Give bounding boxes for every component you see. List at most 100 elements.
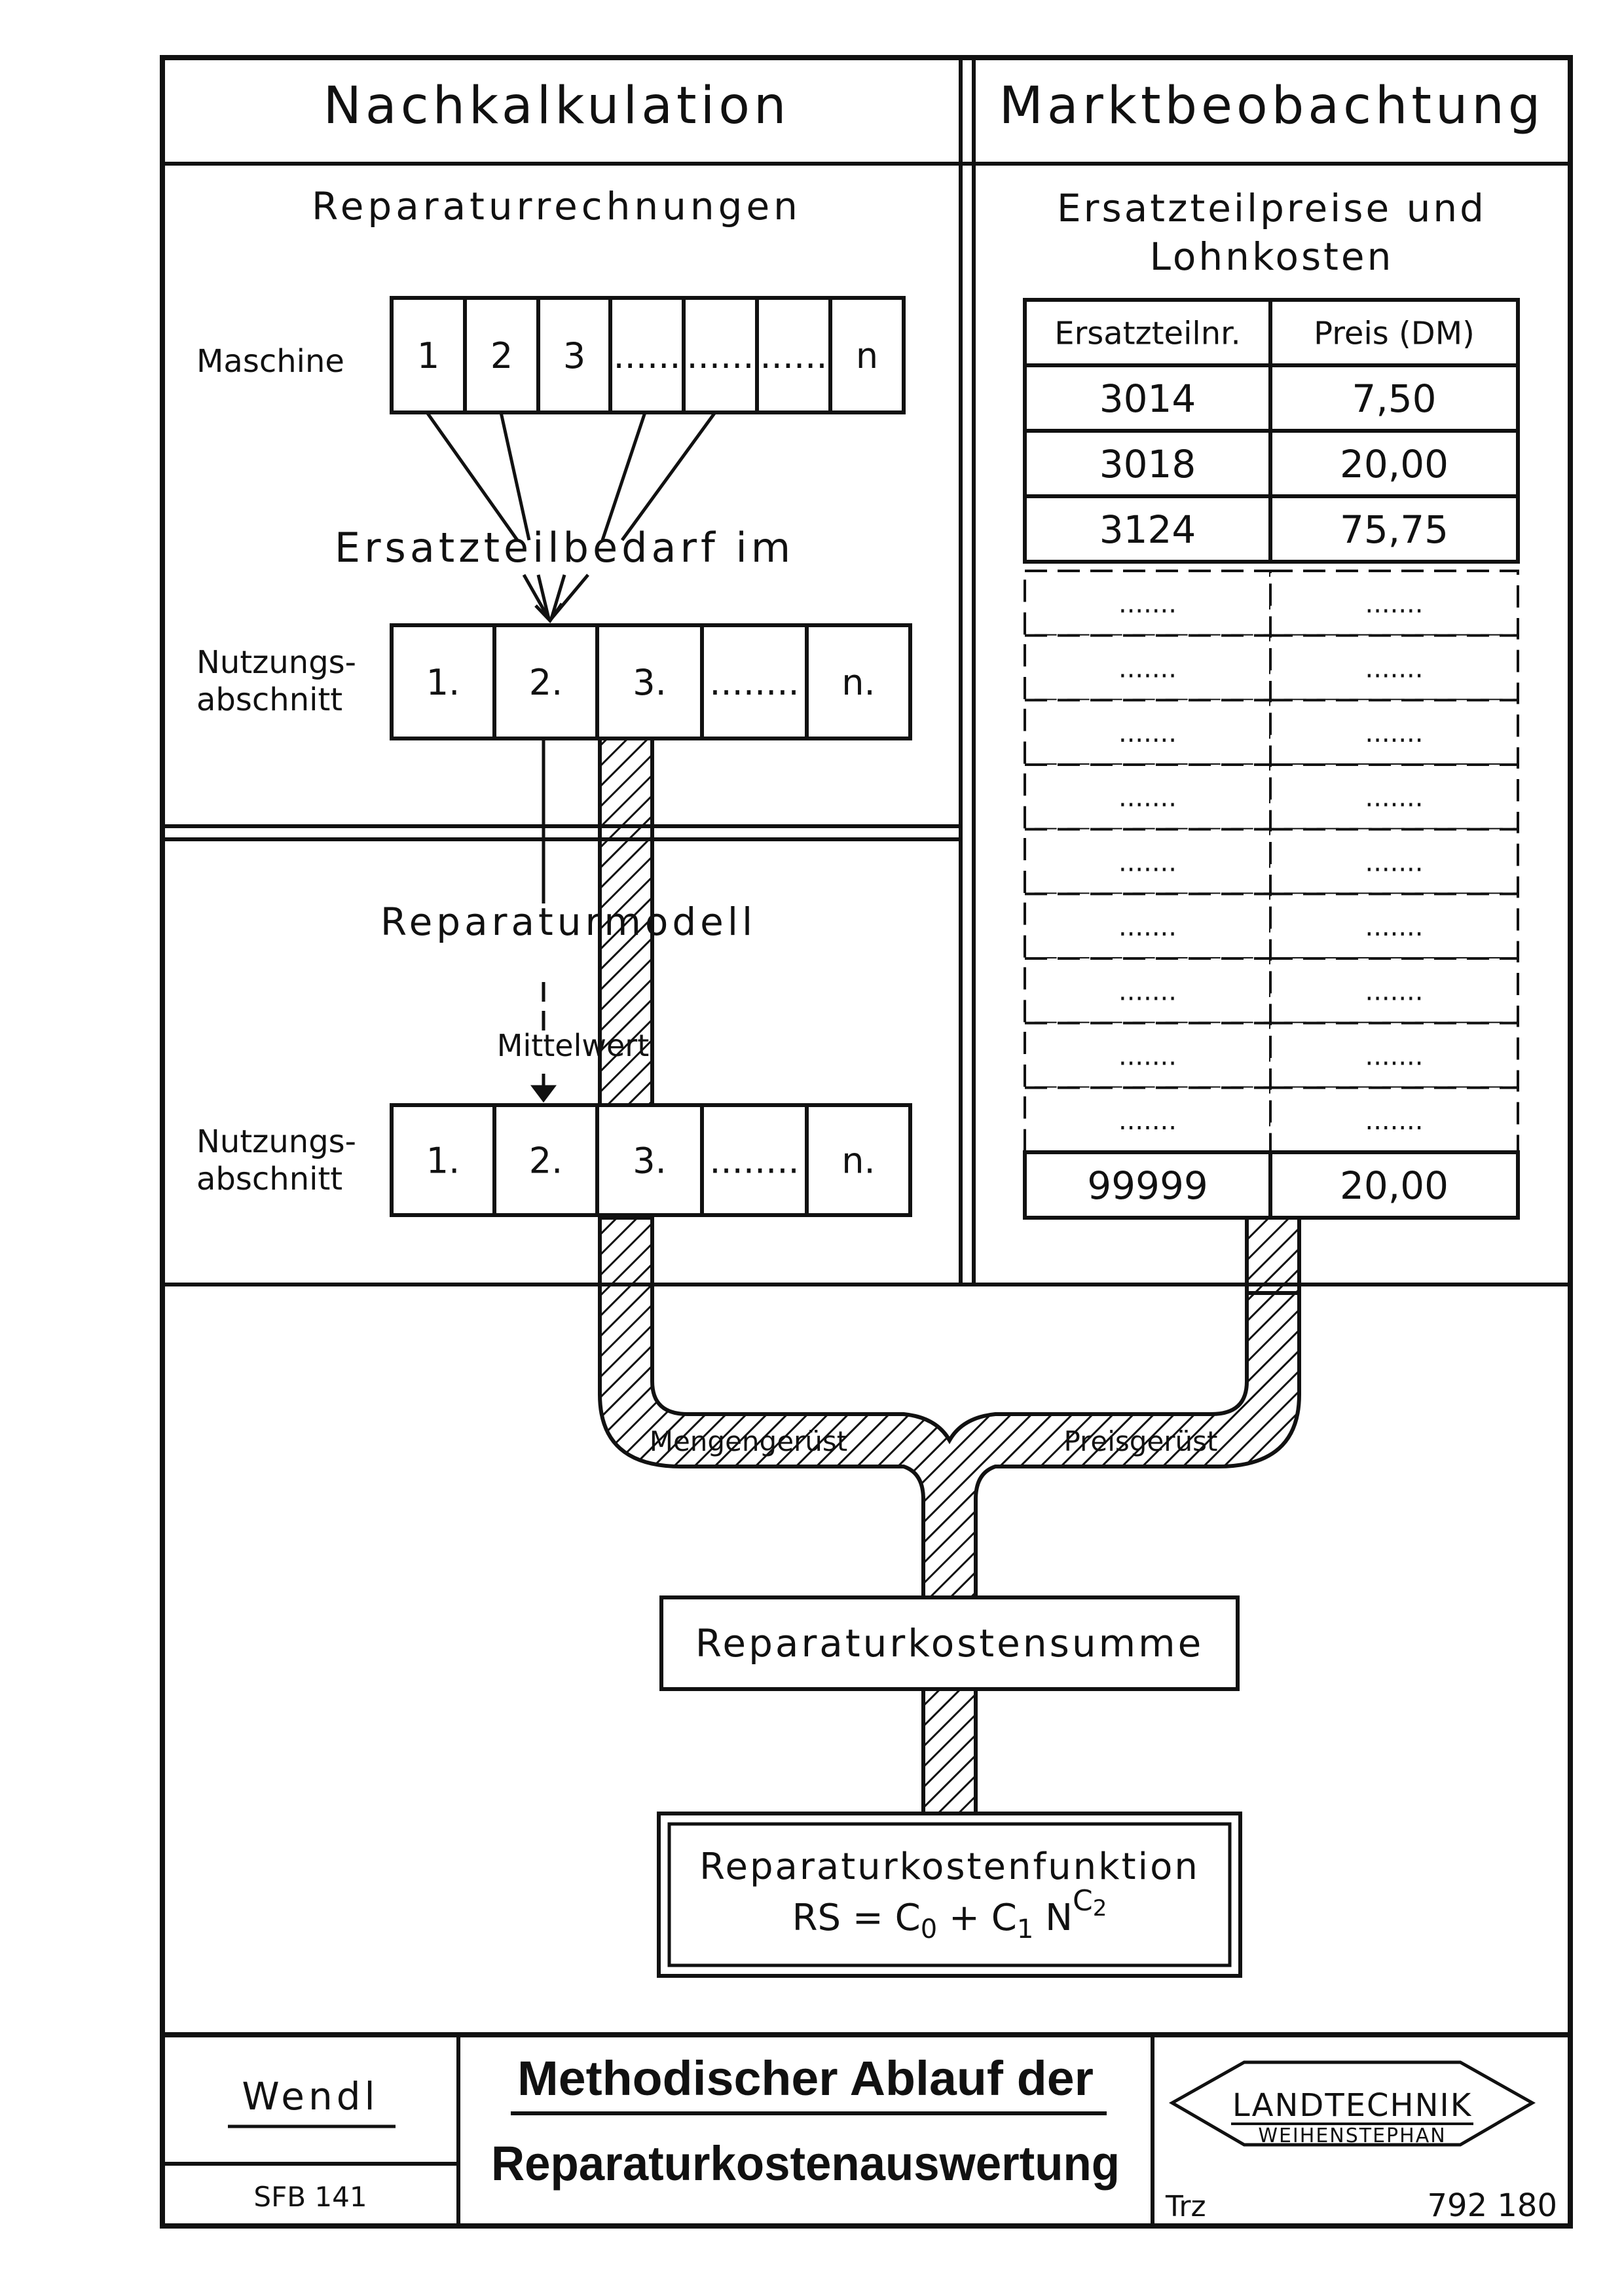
usage-label-line2: abschnitt	[196, 682, 342, 718]
usage2-cell-label: ........	[709, 1140, 799, 1181]
usage1-cell-label: 1.	[426, 662, 460, 703]
table-placeholder-row-cell	[1269, 828, 1519, 896]
usage-row-2: 1.2.3.........n.	[390, 1103, 912, 1217]
table-placeholder-row-cell	[1269, 763, 1519, 831]
table-placeholder-row-cell	[1024, 957, 1272, 1025]
table-placeholder-row-cell-label: .......	[1365, 1106, 1423, 1136]
mean-label: Mittelwert	[497, 1028, 650, 1063]
arrow-to-usage-2	[522, 574, 589, 623]
table-row-cell-label: 20,00	[1340, 442, 1449, 486]
table-placeholder-row-cell	[1024, 1086, 1272, 1154]
table-placeholder-row-cell-label: .......	[1365, 783, 1423, 813]
machine-cell-label: 3	[563, 335, 585, 376]
table-placeholder-row-cell-label: .......	[1118, 847, 1177, 877]
table-placeholder-row-cell-label: .......	[1118, 1041, 1177, 1071]
table-placeholder-row-cell-label: .......	[1365, 653, 1423, 683]
table-placeholder-row-cell-label: .......	[1118, 912, 1177, 942]
usage1-cell-label: 3.	[633, 662, 667, 703]
machine-cell	[536, 296, 612, 414]
usage2-label-line1: Nutzungs-	[196, 1123, 356, 1160]
footer-author: Wendl	[242, 2074, 378, 2119]
table-placeholder-row-cell-label: .......	[1365, 912, 1423, 942]
usage2-cell	[390, 1103, 496, 1217]
footer-project: SFB 141	[253, 2181, 367, 2213]
machine-label: Maschine	[196, 343, 344, 380]
table-row-cell-label: 75,75	[1340, 507, 1449, 552]
table-header-cell-label: Preis (DM)	[1314, 315, 1475, 352]
table-last-row-cell-label: 20,00	[1340, 1163, 1449, 1208]
usage2-cell-label: 1.	[426, 1140, 460, 1181]
table-header-cell	[1023, 298, 1272, 367]
hatched-bar-right-upper	[1245, 1212, 1301, 1295]
table-row-cell	[1268, 494, 1520, 564]
usage1-cell-label: n.	[841, 662, 875, 703]
table-placeholder-row-cell-label: .......	[1118, 977, 1177, 1007]
formula-plus: + C	[937, 1897, 1017, 1939]
flow-bars	[598, 737, 1301, 1822]
usage1-cell-label: ........	[709, 662, 799, 703]
table-placeholder-row-cell	[1024, 763, 1272, 831]
usage1-cell	[492, 623, 599, 740]
machine-cell-label: 2	[490, 335, 513, 376]
formula-sub1: 1	[1017, 1914, 1033, 1944]
logo-line1: LANDTECHNIK	[1232, 2087, 1472, 2124]
usage2-cell	[595, 1103, 704, 1217]
table-placeholder-row-cell	[1269, 570, 1519, 637]
formula: RS = C0 + C1 NC2	[792, 1884, 1107, 1944]
left-panel-title: Nachkalkulation	[323, 77, 790, 136]
footer-number: 792 180	[1428, 2187, 1558, 2224]
machine-cell	[755, 296, 832, 414]
table-placeholder-row-cell	[1024, 828, 1272, 896]
table-placeholder-row-cell	[1024, 892, 1272, 960]
usage2-cell-label: n.	[841, 1140, 875, 1181]
machine-cell	[828, 296, 906, 414]
table-placeholder-row-cell-label: .......	[1118, 589, 1177, 619]
machine-cell-label: ......	[760, 335, 828, 376]
table-placeholder-row-cell-label: .......	[1365, 1041, 1423, 1071]
sum-box-label: Reparaturkostensumme	[695, 1621, 1204, 1666]
branch-label-mengengeruest: Mengengerüst	[650, 1425, 848, 1457]
function-box-title: Reparaturkostenfunktion	[699, 1846, 1200, 1888]
sum-box	[659, 1595, 1240, 1691]
machine-cell-label: ......	[687, 335, 754, 376]
usage2-cell-label: 3.	[633, 1140, 667, 1181]
table-row-cell-label: 3124	[1099, 507, 1196, 552]
usage1-cell	[390, 623, 496, 740]
table-last-row-cell	[1268, 1150, 1520, 1220]
table-placeholder-row-cell-label: .......	[1365, 977, 1423, 1007]
machine-to-demand-lines	[425, 411, 717, 541]
hatched-bar-lower	[921, 1687, 978, 1822]
table-row-cell-label: 7,50	[1352, 376, 1436, 421]
formula-sup-sub: 2	[1093, 1895, 1107, 1922]
table-placeholder-row-cell-label: .......	[1118, 653, 1177, 683]
usage2-cell	[492, 1103, 599, 1217]
table-row-cell-label: 3014	[1099, 376, 1196, 421]
formula-sub0: 0	[921, 1914, 937, 1944]
formula-n: N	[1033, 1897, 1073, 1939]
hatched-merge	[598, 1216, 1301, 1613]
price-table: Ersatzteilnr. Preis (DM) 3014 7,50 3018 20,00…	[1023, 298, 1520, 1220]
machine-cell-label: 1	[417, 335, 439, 376]
usage2-label-line2: abschnitt	[196, 1161, 342, 1197]
table-placeholder-row-cell	[1269, 634, 1519, 702]
usage-label-line1: Nutzungs-	[196, 644, 356, 681]
usage2-cell	[700, 1103, 809, 1217]
right-section-title-line1: Ersatzteilpreise und	[1057, 186, 1486, 230]
usage1-cell-label: 2.	[529, 662, 563, 703]
table-row-cell	[1023, 494, 1272, 564]
footer-title-line2: Reparaturkostenauswertung	[491, 2136, 1120, 2191]
formula-sup-c: C	[1073, 1884, 1093, 1918]
usage1-cell	[595, 623, 704, 740]
table-placeholder-row-cell-label: .......	[1365, 847, 1423, 877]
flow-label-ersatzteilbedarf: Ersatzteilbedarf im	[335, 524, 794, 572]
table-placeholder-row-cell	[1269, 892, 1519, 960]
usage1-cell	[805, 623, 912, 740]
mean-connector	[530, 738, 557, 1103]
section-title-reparaturmodell: Reparaturmodell	[380, 900, 756, 944]
table-placeholder-row-cell-label: .......	[1118, 718, 1177, 748]
table-row-cell-label: 3018	[1099, 442, 1196, 486]
section-title-reparaturrechnungen: Reparaturrechnungen	[312, 184, 802, 228]
right-panel-title: Marktbeobachtung	[999, 77, 1545, 136]
table-header-cell-label: Ersatzteilnr.	[1054, 315, 1241, 352]
